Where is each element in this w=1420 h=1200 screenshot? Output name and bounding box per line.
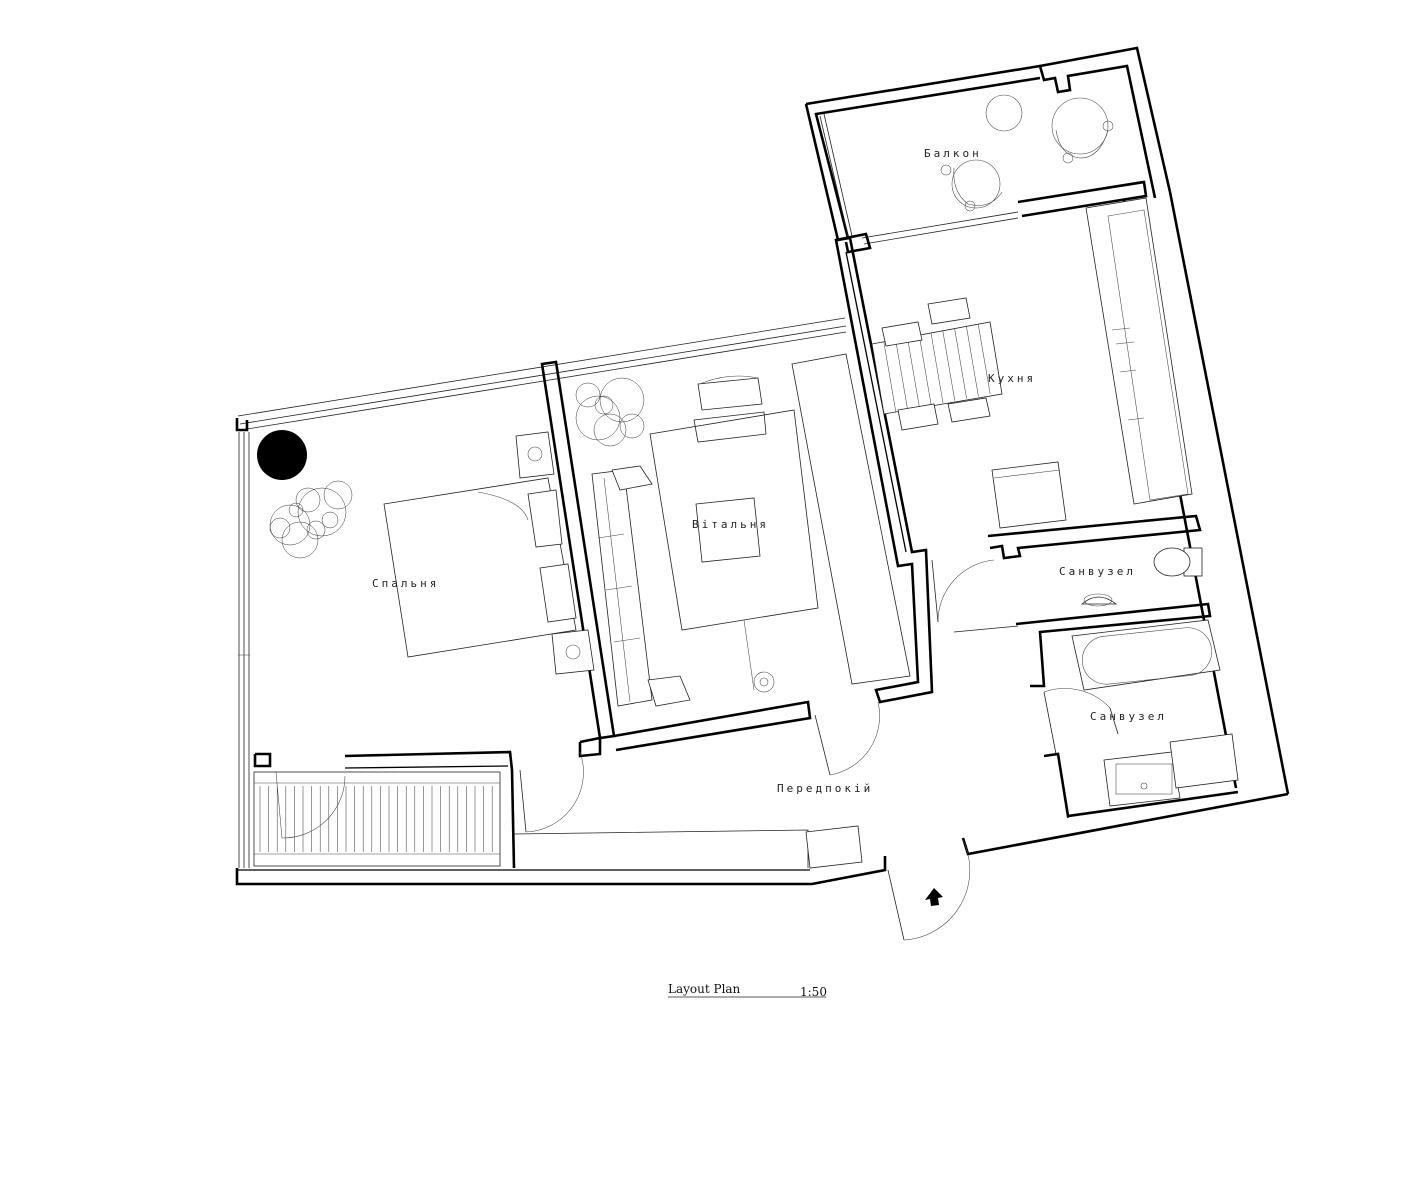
room-label-kitchen: Кухня [988, 372, 1036, 385]
hallway-furniture [513, 825, 863, 869]
plant-icon [575, 377, 645, 447]
bathroom-fixtures [1071, 547, 1239, 807]
entrance-arrow-icon [925, 888, 943, 906]
room-label-hallway: Передпокій [777, 782, 873, 795]
plan-scale: 1:50 [800, 985, 827, 999]
kitchen-furniture [871, 197, 1193, 529]
kitchen-counter [1085, 197, 1193, 505]
room-label-living: Вітальня [692, 518, 769, 531]
room-label-bedroom: Спальня [372, 577, 439, 590]
media-unit [791, 353, 911, 685]
sofa [591, 469, 653, 707]
bathtub [1071, 619, 1221, 691]
balcony-furniture [940, 94, 1114, 212]
wardrobe-hangers [259, 786, 493, 852]
room-label-bathroom-1: Санвузел [1059, 565, 1136, 578]
room-label-bathroom-2: Санвузел [1090, 710, 1167, 723]
rug [649, 409, 819, 631]
wardrobe [253, 771, 501, 867]
bed [383, 477, 577, 658]
plant-icon [269, 480, 353, 559]
plan-title: Layout Plan [668, 982, 741, 996]
living-furniture [575, 353, 911, 707]
column-circle [257, 430, 307, 480]
plan-title-block: Layout Plan 1:50 [668, 982, 827, 999]
room-label-balcony: Балкон [924, 147, 982, 160]
bedroom-furniture [253, 430, 595, 867]
doors [519, 559, 1119, 941]
interior-walls [253, 236, 1239, 869]
refrigerator [991, 461, 1067, 529]
